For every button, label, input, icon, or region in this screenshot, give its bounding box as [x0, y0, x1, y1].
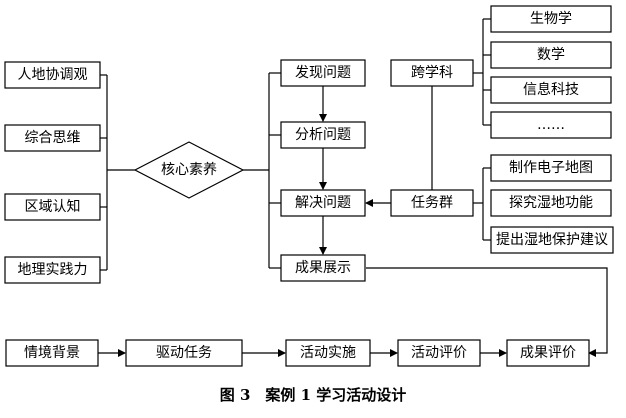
- left-box-4-label: 地理实践力: [18, 262, 88, 278]
- core-competency-label: 核心素养: [161, 162, 217, 178]
- flow-box-5-label: 成果评价: [520, 345, 576, 361]
- flow-box-2-label: 驱动任务: [156, 345, 212, 361]
- flow-box-2: [125, 339, 243, 367]
- process-box-1: [280, 59, 366, 87]
- process-box-1-label: 发现问题: [295, 65, 351, 81]
- discipline-box-1-label: 生物学: [530, 11, 572, 27]
- process-box-4-label: 成果展示: [295, 260, 351, 276]
- discipline-box-2-label: 数学: [537, 47, 565, 63]
- discipline-box-1: [490, 5, 612, 33]
- flow-box-3: [285, 339, 371, 367]
- hub-interdisciplinary-label: 跨学科: [411, 65, 453, 81]
- left-box-3: [4, 193, 101, 221]
- flow-box-4-label: 活动评价: [411, 345, 467, 361]
- discipline-box-3: [490, 76, 612, 104]
- process-box-4: [280, 254, 366, 282]
- left-box-2: [4, 124, 101, 152]
- process-box-2-label: 分析问题: [295, 127, 351, 143]
- task-box-1: [490, 154, 612, 182]
- flow-box-4: [397, 339, 481, 367]
- task-box-1-label: 制作电子地图: [509, 160, 593, 176]
- task-box-3-label: 提出湿地保护建议: [496, 232, 608, 248]
- task-box-3: [490, 226, 614, 254]
- left-box-1-label: 人地协调观: [18, 67, 88, 83]
- task-box-2: [490, 189, 612, 217]
- discipline-box-3-label: 信息科技: [523, 81, 579, 98]
- flow-box-1: [5, 339, 99, 367]
- left-box-3-label: 区域认知: [25, 198, 81, 215]
- process-box-2: [280, 121, 366, 149]
- process-box-3-label: 解决问题: [295, 195, 351, 211]
- discipline-box-2: [490, 41, 612, 69]
- arrow: [366, 267, 608, 357]
- left-box-2-label: 综合思维: [25, 130, 81, 146]
- flow-box-3-label: 活动实施: [300, 345, 356, 361]
- figure-caption: 图 3 案例 1 学习活动设计: [220, 386, 407, 404]
- hub-task-group-label: 任务群: [411, 195, 453, 211]
- task-box-2-label: 探究湿地功能: [509, 195, 593, 211]
- left-box-1: [4, 61, 101, 89]
- flow-box-1-label: 情境背景: [24, 345, 80, 361]
- flow-box-5: [506, 339, 590, 367]
- discipline-box-4: [490, 111, 612, 139]
- discipline-box-4-label: ……: [537, 117, 565, 133]
